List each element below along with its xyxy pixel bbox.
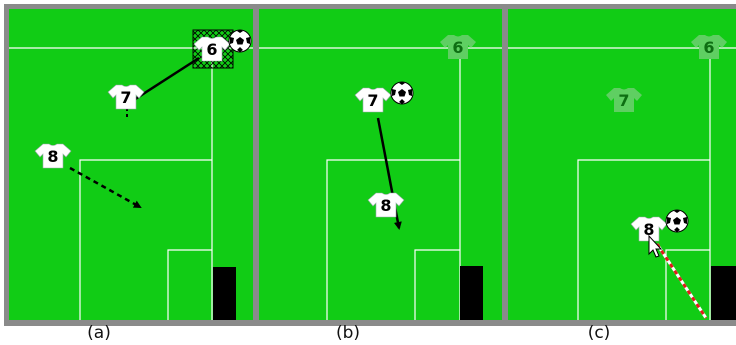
caption-b: (b) [336,323,360,343]
soccer-ball-icon [666,210,688,232]
player-number: 8 [380,196,391,215]
soccer-ball-icon [391,82,413,104]
player-number: 6 [703,38,714,57]
panel-b: 6 7 8 [259,9,502,320]
player-number: 7 [120,88,131,107]
goal-post-c [711,266,736,320]
caption-a: (a) [87,323,111,343]
panel-a: 6 7 8 [9,9,253,320]
player-number: 7 [367,91,378,110]
player-number: 8 [47,147,58,166]
goal-post-a [213,267,236,320]
player-number: 7 [618,91,629,110]
soccer-ball-icon [229,30,251,52]
player-number: 6 [452,38,463,57]
panel-c: 6 7 8 [508,9,736,320]
player-number: 6 [206,40,217,59]
goal-post-b [460,266,483,320]
caption-c: (c) [588,323,611,343]
